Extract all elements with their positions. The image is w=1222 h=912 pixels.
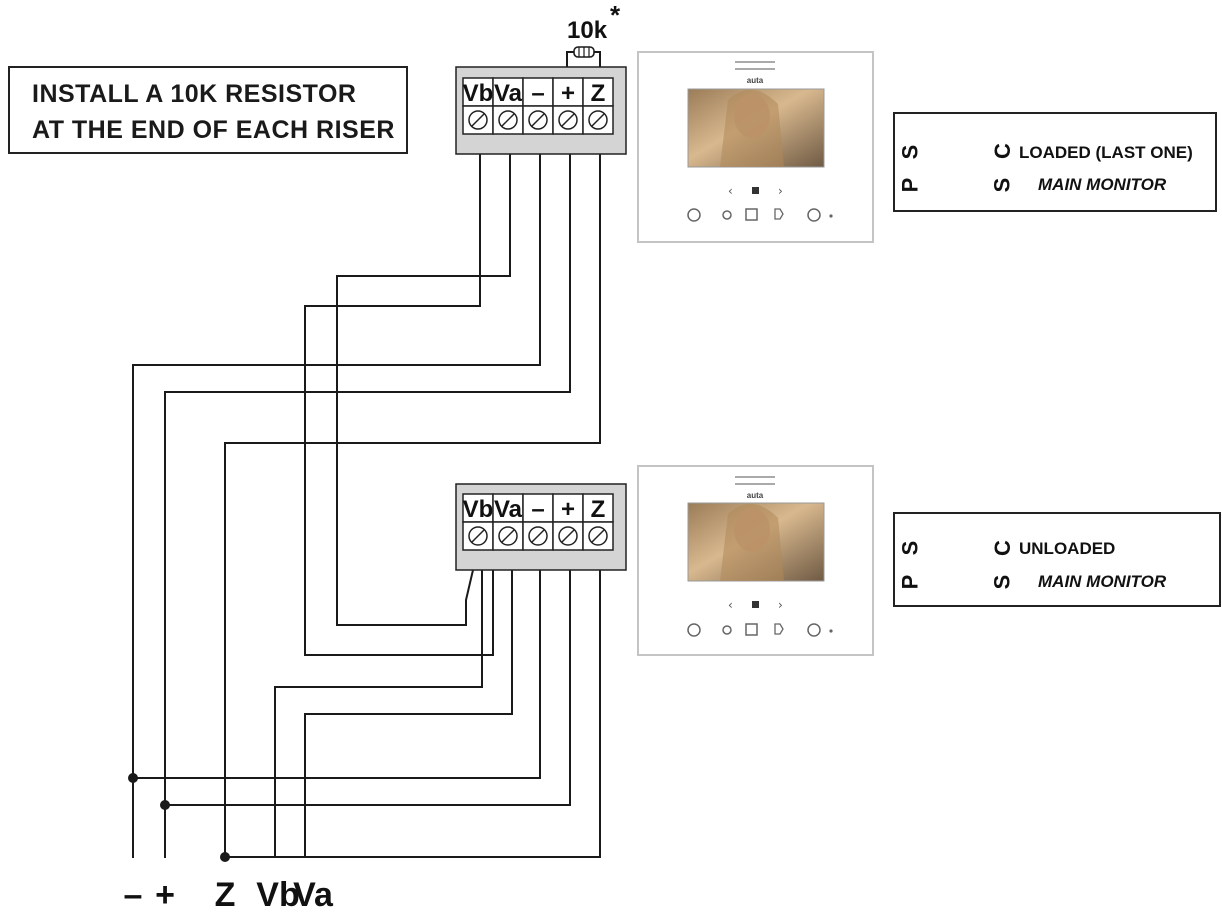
terminal-label: Z — [591, 80, 606, 107]
terminal-label: + — [561, 80, 575, 107]
wire-plus-bottom — [165, 570, 571, 806]
junction-dot — [128, 773, 138, 783]
call-icon — [687, 208, 701, 222]
terminal-label: – — [531, 496, 544, 523]
terminal-5: Z — [582, 77, 614, 135]
riser-label: Vb — [256, 876, 299, 912]
terminal-label: + — [561, 496, 575, 523]
wire-vb-top — [304, 154, 510, 656]
riser-label: Va — [293, 876, 334, 912]
note-line-2: AT THE END OF EACH RISER — [32, 116, 395, 144]
resistor-10k — [573, 46, 595, 58]
monitor-brand: auta — [747, 76, 764, 85]
terminal-3: – — [522, 77, 554, 135]
resistor-lead-left — [566, 51, 574, 68]
terminal-label: Vb — [463, 80, 494, 107]
door-icon — [774, 208, 784, 220]
resistor-lead-right — [594, 51, 601, 68]
monitor-brand: auta — [747, 491, 764, 500]
switch-status-text: LOADED (LAST ONE) — [1019, 143, 1193, 162]
terminal-label: Z — [591, 496, 606, 523]
camera-icon — [745, 623, 758, 636]
key-icon — [807, 208, 821, 222]
switch-box-bottom: S C UNLOADED P S MAIN MONITOR — [893, 512, 1221, 607]
switch-letter-c: C — [989, 540, 1015, 556]
terminal-1: Vb — [462, 77, 494, 135]
switch-box-top: S C LOADED (LAST ONE) P S MAIN MONITOR — [893, 112, 1217, 212]
call-icon — [687, 623, 701, 637]
wire-va-top — [336, 154, 511, 626]
switch-mode-text: MAIN MONITOR — [1038, 175, 1167, 194]
door-icon — [774, 623, 784, 635]
terminal-4: + — [552, 77, 584, 135]
terminal-label: Vb — [463, 496, 494, 523]
terminal-2: Va — [492, 493, 524, 551]
terminal-5: Z — [582, 493, 614, 551]
terminal-label: – — [531, 80, 544, 107]
switch-mode-text: MAIN MONITOR — [1038, 572, 1167, 591]
home-icon — [752, 187, 759, 194]
resistor-label: 10k — [567, 17, 608, 44]
riser-label: + — [155, 876, 175, 912]
wire-z-top — [224, 154, 601, 858]
terminal-4: + — [552, 493, 584, 551]
chevron-left-icon: ‹ — [728, 598, 733, 612]
switch-status-text: UNLOADED — [1019, 539, 1116, 558]
wire-plus-top — [164, 154, 571, 858]
switch-letter-p: P — [897, 177, 923, 193]
junction-dot — [160, 800, 170, 810]
mute-icon — [722, 210, 732, 220]
terminal-label: Va — [494, 80, 523, 107]
terminal-label: Va — [494, 496, 523, 523]
wire-minus-bottom — [133, 570, 541, 779]
wire-minus-top — [132, 154, 541, 858]
terminal-1: Vb — [462, 493, 494, 551]
key-icon — [807, 623, 821, 637]
monitor-top: auta ‹ › — [637, 51, 874, 243]
chevron-right-icon: › — [778, 598, 783, 612]
junction-dot — [220, 852, 230, 862]
resistor-asterisk: * — [610, 0, 621, 30]
note-line-1: INSTALL A 10K RESISTOR — [32, 80, 357, 108]
monitor-bottom: auta ‹ › — [637, 465, 874, 656]
switch-letter-s: S — [897, 540, 923, 556]
switch-letter-s: S — [897, 144, 923, 160]
chevron-left-icon: ‹ — [728, 184, 733, 198]
wire-z-bottom — [225, 570, 601, 858]
terminal-2: Va — [492, 77, 524, 135]
wire-va-bottom — [304, 570, 513, 858]
wire-vb-bottom — [274, 570, 483, 858]
switch-letter-p: P — [897, 574, 923, 590]
mute-icon — [722, 625, 732, 635]
terminal-3: – — [522, 493, 554, 551]
chevron-right-icon: › — [778, 184, 783, 198]
wires — [132, 51, 601, 858]
switch-letter-s: S — [989, 177, 1015, 193]
junctions — [128, 773, 230, 862]
riser-label: – — [124, 876, 143, 912]
home-icon — [752, 601, 759, 608]
camera-icon — [745, 208, 758, 221]
switch-letter-c: C — [989, 143, 1015, 159]
switch-letter-s: S — [989, 574, 1015, 590]
riser-label: Z — [215, 876, 236, 912]
resistor-note-box: INSTALL A 10K RESISTOR AT THE END OF EAC… — [8, 66, 408, 154]
